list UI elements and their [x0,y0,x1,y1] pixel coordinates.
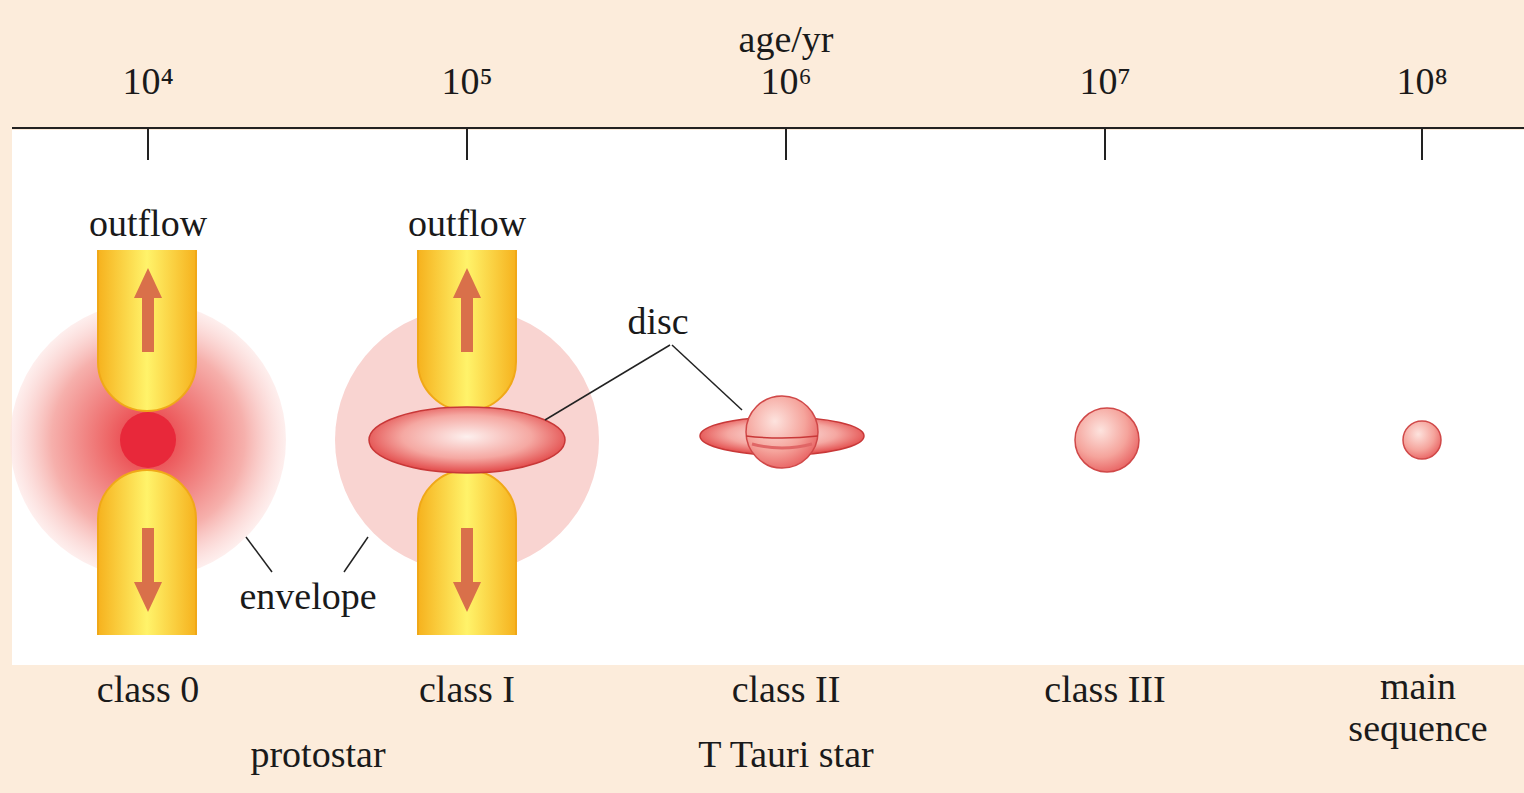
class-label: main sequence [1318,666,1518,750]
outflow-jet [98,250,196,635]
main-sequence-star [1403,421,1441,459]
stage-label: T Tauri star [698,734,873,776]
disc [369,407,565,473]
tick-label: 10⁸ [1396,61,1447,103]
stage-label: protostar [250,734,385,776]
star-with-disc [700,396,864,468]
class-label: class I [419,669,515,711]
tick-label: 10⁵ [441,61,492,103]
axis-line [12,127,1524,129]
t-tauri-star [1075,408,1139,472]
class-label: class 0 [97,669,199,711]
leader-line [246,345,742,572]
tick-label: 10⁶ [760,61,811,103]
class-label: class II [732,669,841,711]
class-label: class III [1044,669,1165,711]
tick-label: 10⁴ [122,61,173,103]
protostar-core [120,412,176,468]
disc-label: disc [627,301,688,343]
axis-title: age/yr [739,19,834,61]
axis-ticks [148,128,1422,160]
outflow-label: outflow [89,203,207,245]
outflow-label: outflow [408,203,526,245]
tick-label: 10⁷ [1079,61,1130,103]
envelope-label: envelope [239,576,376,618]
